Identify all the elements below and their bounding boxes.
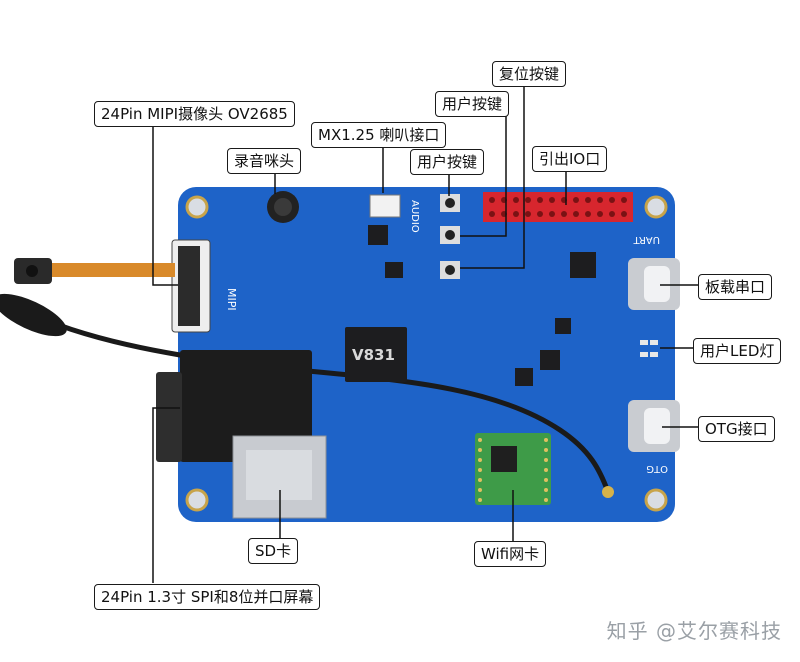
lcd-screen	[180, 350, 312, 462]
callout-speaker-connector: MX1.25 喇叭接口	[311, 122, 447, 148]
callout-user-button-top: 用户按键	[435, 91, 510, 117]
callout-user-button-mid: 用户按键	[410, 149, 485, 175]
silk-mipi: MIPI	[225, 288, 238, 311]
user-leds	[640, 340, 658, 357]
watermark: 知乎 @艾尔赛科技	[606, 619, 782, 643]
speaker-connector	[369, 194, 401, 218]
callout-mipi-camera: 24Pin MIPI摄像头 OV2685	[94, 101, 295, 127]
callout-wifi-module: Wifi网卡	[474, 541, 547, 567]
buttons	[440, 194, 460, 279]
callout-uart: 板载串口	[698, 274, 773, 300]
io-pin-header	[483, 192, 633, 222]
misc-ics	[368, 225, 596, 386]
usb-ports	[628, 258, 680, 452]
callout-microphone: 录音咪头	[227, 148, 302, 174]
callout-user-led: 用户LED灯	[693, 338, 782, 364]
callout-reset-button: 复位按键	[492, 61, 567, 87]
chip-label: V831	[352, 346, 395, 364]
callout-sd-card: SD卡	[248, 538, 299, 564]
callout-otg: OTG接口	[698, 416, 775, 442]
silk-otg: OTG	[646, 463, 668, 474]
silk-uart: UART	[633, 234, 660, 245]
callout-io-header: 引出IO口	[532, 146, 608, 172]
leader-lines	[152, 84, 700, 583]
main-chip	[345, 327, 407, 382]
silk-audio: AUDIO	[409, 200, 420, 233]
callout-lcd-screen: 24Pin 1.3寸 SPI和8位并口屏幕	[94, 584, 321, 610]
mounting-holes	[185, 195, 668, 512]
camera-ribbon	[45, 263, 175, 277]
